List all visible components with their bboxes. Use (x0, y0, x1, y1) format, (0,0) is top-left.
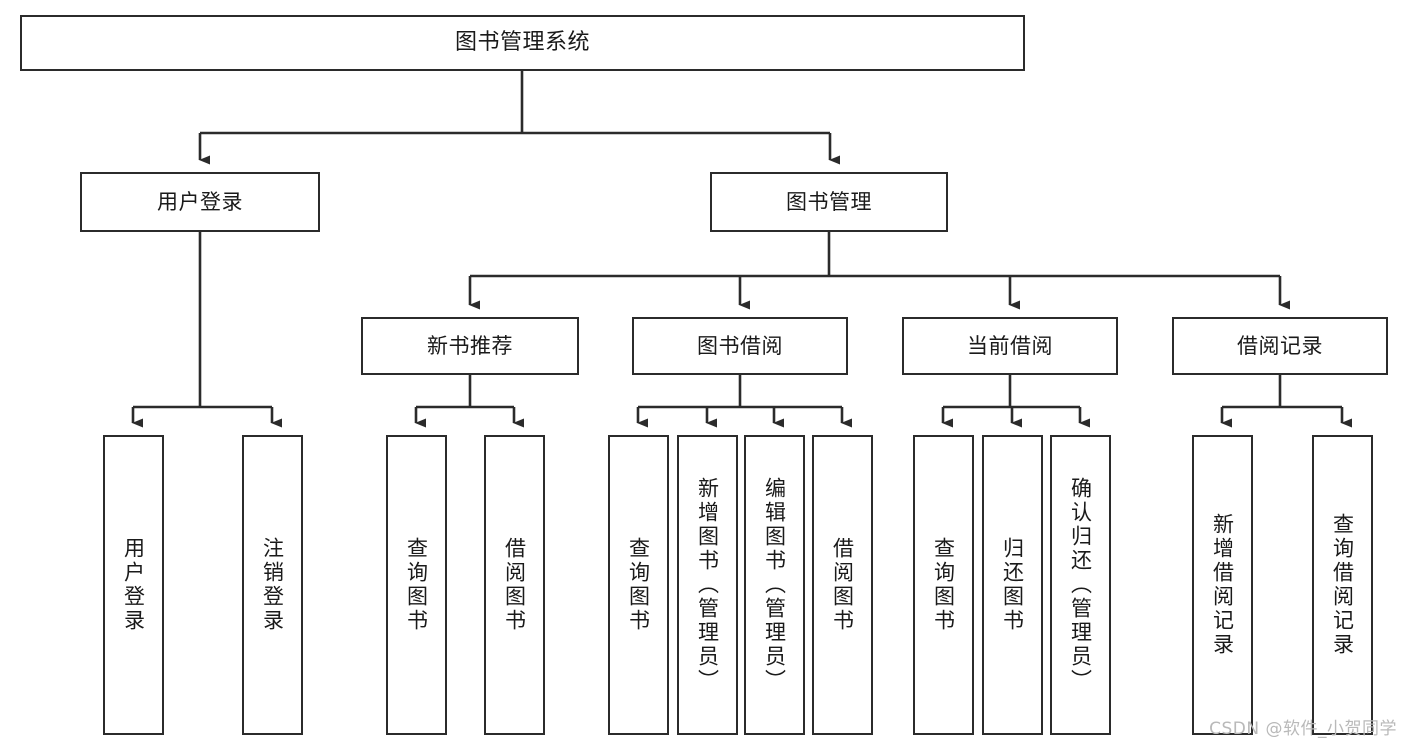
node-leaf-confirm-return[interactable]: 确认归还（管理员） (1050, 435, 1111, 735)
node-leaf-user-login[interactable]: 用户登录 (103, 435, 164, 735)
node-leaf-query-book-2[interactable]: 查询图书 (608, 435, 669, 735)
node-leaf-borrow-book-1[interactable]: 借阅图书 (484, 435, 545, 735)
node-leaf-query-book-2-label: 查询图书 (626, 537, 651, 633)
node-leaf-add-book[interactable]: 新增图书（管理员） (677, 435, 738, 735)
node-book-manage-label: 图书管理 (786, 189, 872, 214)
node-book-borrow[interactable]: 图书借阅 (632, 317, 848, 375)
node-leaf-add-record-label: 新增借阅记录 (1210, 513, 1235, 657)
node-new-book-rec[interactable]: 新书推荐 (361, 317, 579, 375)
node-leaf-query-book-1[interactable]: 查询图书 (386, 435, 447, 735)
node-leaf-borrow-book-2[interactable]: 借阅图书 (812, 435, 873, 735)
node-new-book-rec-label: 新书推荐 (427, 333, 513, 358)
node-leaf-user-login-label: 用户登录 (121, 537, 146, 633)
node-leaf-borrow-book-2-label: 借阅图书 (830, 537, 855, 633)
node-leaf-confirm-return-label: 确认归还（管理员） (1068, 477, 1093, 693)
node-leaf-add-book-label: 新增图书（管理员） (695, 477, 720, 693)
node-borrow-record[interactable]: 借阅记录 (1172, 317, 1388, 375)
node-leaf-query-book-3-label: 查询图书 (931, 537, 956, 633)
csdn-watermark: CSDN @软件_小贺同学 (1209, 719, 1397, 739)
node-user-login-label: 用户登录 (157, 189, 243, 214)
node-leaf-query-record-label: 查询借阅记录 (1330, 513, 1355, 657)
node-book-manage[interactable]: 图书管理 (710, 172, 948, 232)
node-leaf-query-book-1-label: 查询图书 (404, 537, 429, 633)
node-leaf-edit-book-label: 编辑图书（管理员） (762, 477, 787, 693)
node-leaf-borrow-book-1-label: 借阅图书 (502, 537, 527, 633)
node-leaf-query-record[interactable]: 查询借阅记录 (1312, 435, 1373, 735)
node-root-label: 图书管理系统 (454, 30, 590, 56)
node-book-borrow-label: 图书借阅 (697, 333, 783, 358)
node-leaf-return-book-label: 归还图书 (1000, 537, 1025, 633)
node-leaf-return-book[interactable]: 归还图书 (982, 435, 1043, 735)
node-leaf-query-book-3[interactable]: 查询图书 (913, 435, 974, 735)
node-root-system[interactable]: 图书管理系统 (20, 15, 1025, 71)
node-leaf-user-logout[interactable]: 注销登录 (242, 435, 303, 735)
node-leaf-user-logout-label: 注销登录 (260, 537, 285, 633)
node-borrow-record-label: 借阅记录 (1237, 333, 1323, 358)
node-leaf-edit-book[interactable]: 编辑图书（管理员） (744, 435, 805, 735)
node-current-borrow[interactable]: 当前借阅 (902, 317, 1118, 375)
node-user-login[interactable]: 用户登录 (80, 172, 320, 232)
node-current-borrow-label: 当前借阅 (967, 333, 1053, 358)
node-leaf-add-record[interactable]: 新增借阅记录 (1192, 435, 1253, 735)
